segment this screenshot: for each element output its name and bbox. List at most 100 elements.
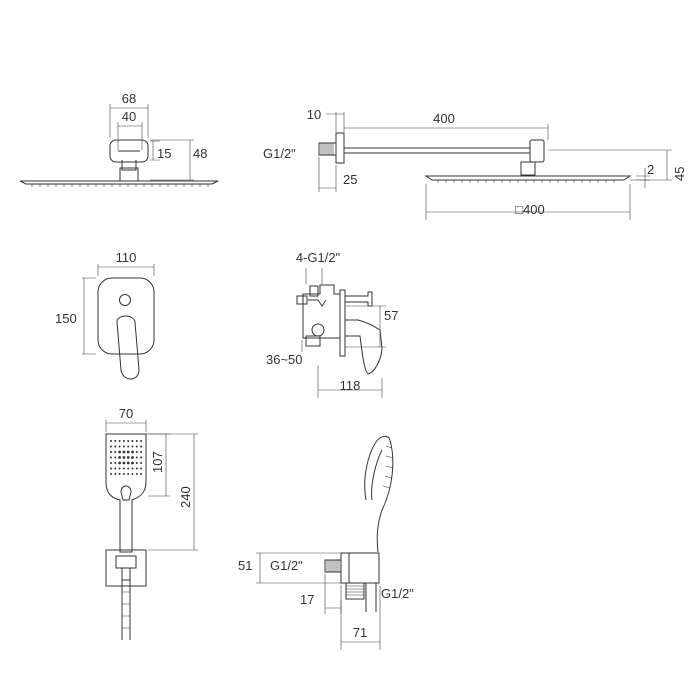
hand-shower-view: 70 107 240 [105,406,198,640]
dim-label-25: 25 [343,172,357,187]
spray-dot [140,456,143,459]
dim-line-57 [345,305,386,348]
spray-dot [122,467,125,470]
spray-dot [114,462,117,464]
diverter-button [119,294,131,306]
mixer-lever [116,315,140,380]
dim-label-240: 240 [178,486,193,508]
dim-line-48 [150,139,194,181]
spray-dot [122,445,125,448]
spray-dot [110,467,112,470]
dim-line-110 [97,264,155,276]
dim-label-36-50: 36~50 [266,352,303,367]
shower-head-side-view: 10 400 G1/2" 25 2 45 □400 [263,107,687,220]
nozzle-row [31,184,209,187]
arm-end-block [529,139,545,163]
spray-dot [118,467,121,470]
lower-outlet [311,323,325,337]
spray-dot [114,473,117,475]
cover-plate-side [339,289,346,357]
wall-arm-connector [109,139,149,163]
spray-dot [110,451,112,453]
spray-dot [131,461,134,465]
dim-line-51 [256,552,341,584]
spray-dot [118,461,121,465]
wall-outlet-view: 51 G1/2" 17 G1/2" 71 [238,435,414,650]
handset-profile [364,435,394,553]
dim-label-45: 45 [672,167,687,181]
spray-dot [135,473,138,475]
dim-line-70 [105,420,147,432]
spray-dot [127,440,130,442]
handset-profile-inner [371,449,383,501]
dim-line-15 [150,140,160,161]
spray-dot [118,440,121,442]
dim-label-118: 118 [340,378,361,393]
spray-dot [114,456,117,459]
spray-dot [122,473,125,475]
spray-dot [118,473,121,475]
dim-line-150 [82,277,96,355]
spray-dot [131,440,134,442]
dim-label-10: 10 [307,107,321,122]
top-outlet [309,285,319,297]
dim-line-40 [117,122,143,150]
hose [121,580,131,640]
dim-label-57: 57 [384,308,398,323]
shower-plate-side [424,175,632,181]
spray-dot [140,440,143,442]
connector-thread [346,585,364,596]
dim-line-10 [326,112,345,132]
head-joint [520,161,536,176]
spray-dot [122,461,126,465]
dim-line-outlets [305,268,323,284]
spray-dot [131,467,134,470]
wall-flange [335,132,345,164]
dim-line-71 [340,586,381,650]
handset-button [120,485,132,501]
spray-dot [127,473,130,475]
mixer-front-view: 110 150 [55,250,155,380]
spray-dot [131,445,134,448]
spray-dot [114,445,117,448]
spray-dot [122,456,126,459]
spray-dot [126,450,130,454]
spray-dot [110,462,112,464]
outlet-connector [345,582,365,600]
dim-line-118 [317,365,383,398]
mixer-cover-plate [97,277,155,355]
dim-line-17 [324,574,342,614]
shower-head-front-view: 68 40 15 48 [19,91,219,187]
spray-dot [135,462,138,464]
spray-dot [135,445,138,448]
inlet-thread-label: G1/2" [270,558,303,573]
shower-arm [344,147,530,154]
dim-label-150: 150 [55,311,77,326]
valve-bracket [308,299,327,307]
spray-dot [114,440,117,442]
dim-line-25 [318,157,337,192]
spray-dot [122,450,126,454]
spray-dot [131,473,134,475]
thread-lines [320,143,334,155]
mixer-lever-side [344,319,383,375]
spray-dot [131,456,134,459]
nozzle-ticks [382,445,394,489]
spray-dot [140,462,143,464]
shower-plate [19,180,219,185]
spray-dot [114,467,117,470]
spray-dot [110,456,112,459]
spray-dot [135,467,138,470]
spray-dot [118,445,121,448]
dim-label-48: 48 [193,146,207,161]
outlet-thread-label: G1/2" [381,586,414,601]
bracket-holder [115,555,137,581]
spray-dot [126,461,130,465]
mixer-side-view: 4-G1/2" 57 36~50 118 [266,250,398,398]
dim-label-71: 71 [353,625,367,640]
threaded-inlet [318,142,337,156]
spray-dot [118,456,121,459]
dim-line-45 [548,149,672,181]
diverter-knob [344,291,373,307]
